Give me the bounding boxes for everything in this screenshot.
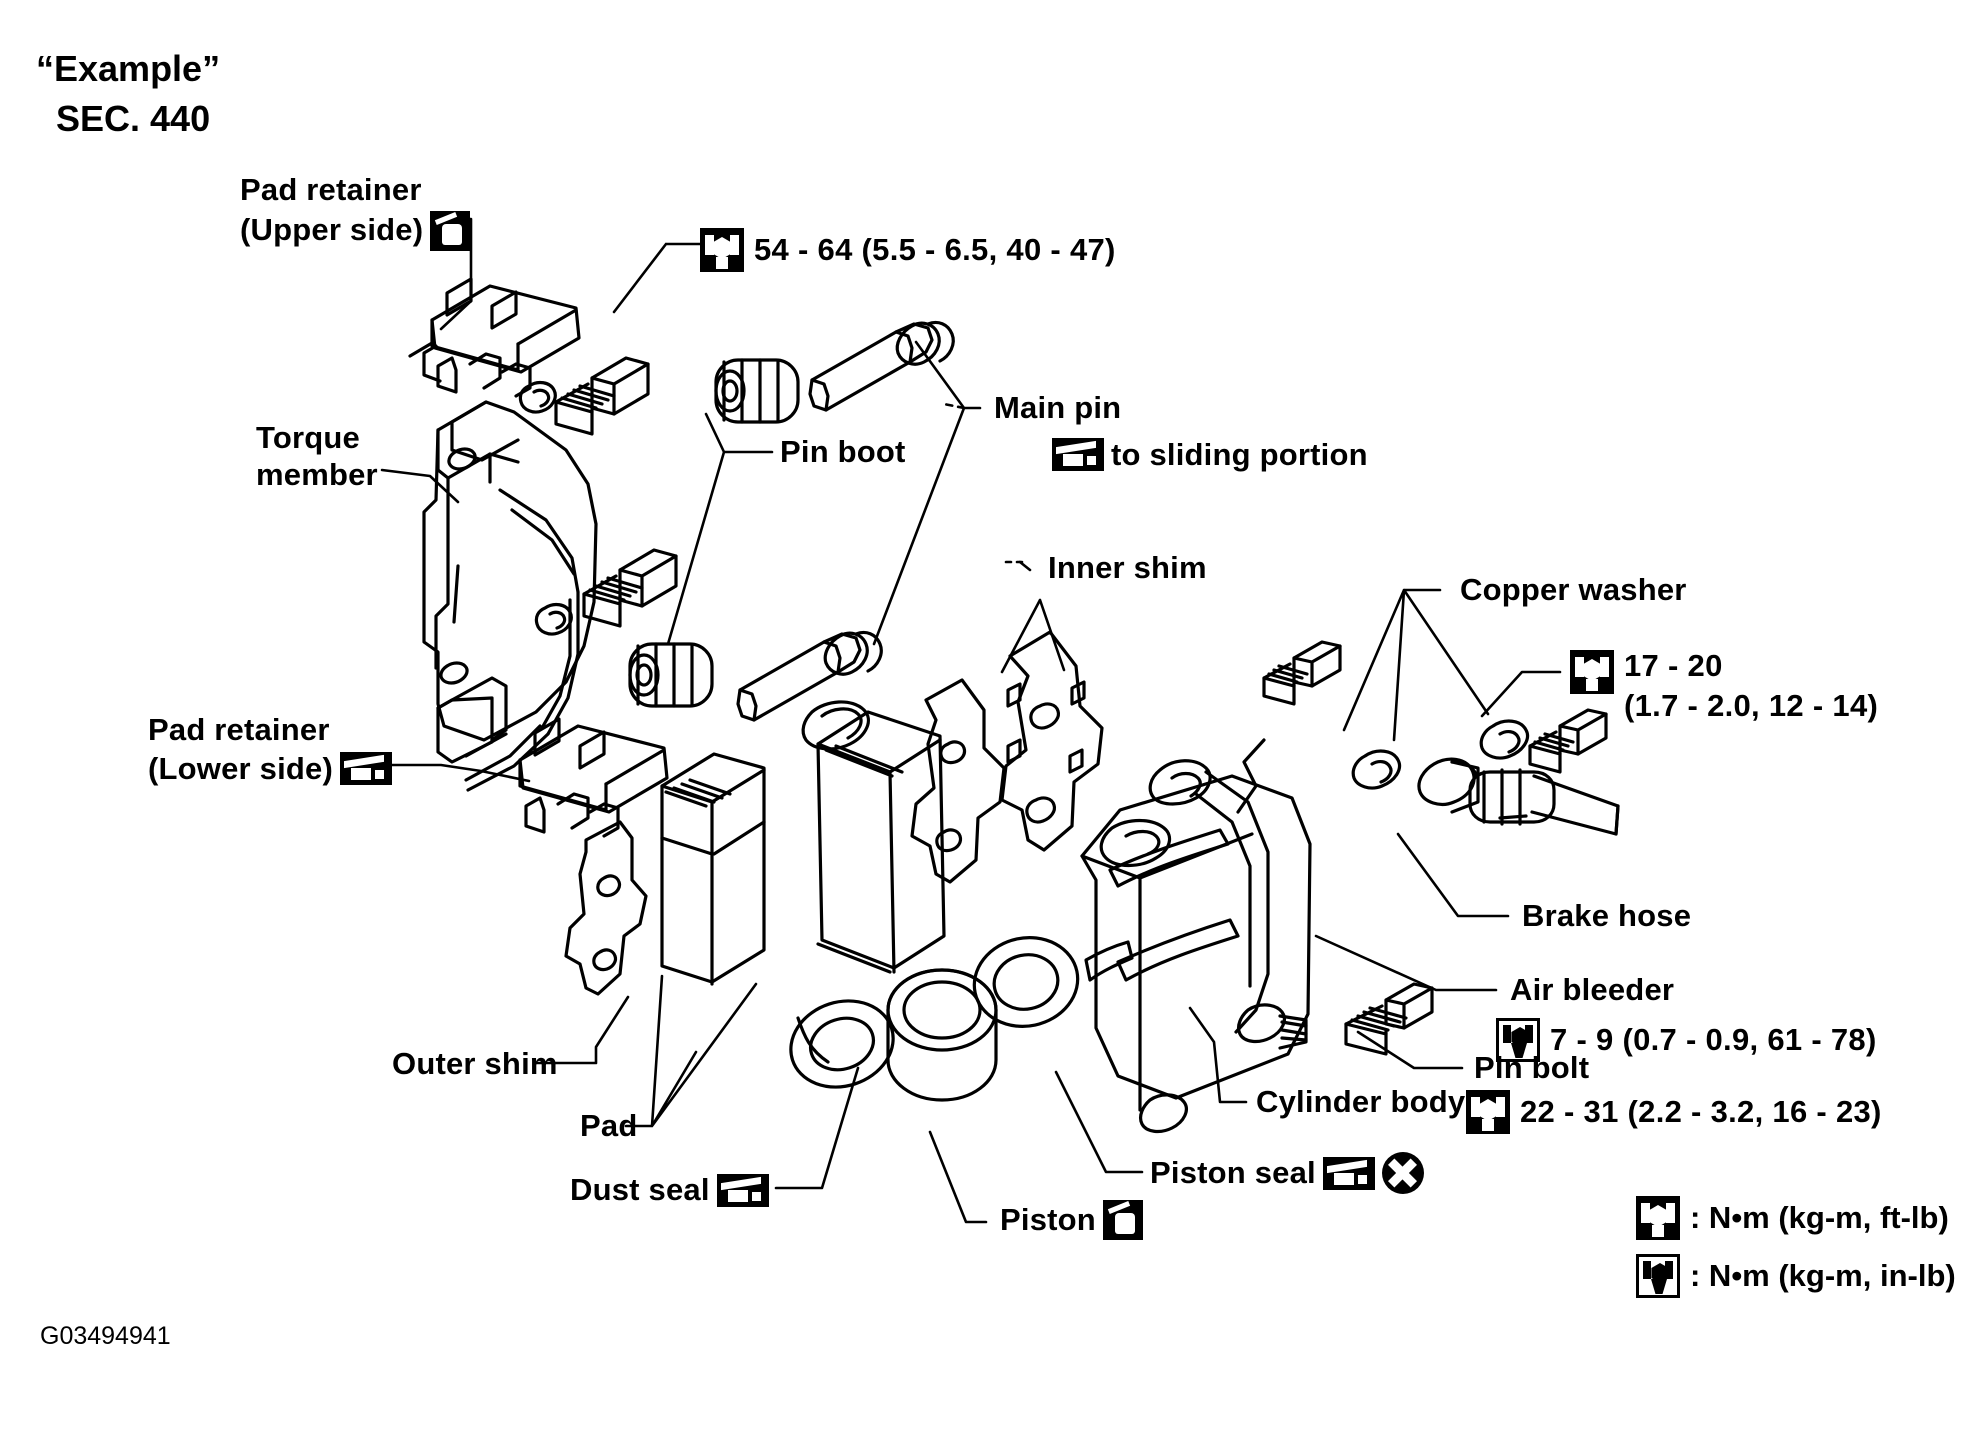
grease-brush-icon xyxy=(1322,1156,1375,1190)
torque-value-pin-bolt: 22 - 31 (2.2 - 3.2, 16 - 23) xyxy=(1520,1094,1882,1129)
part-pad-left xyxy=(660,752,766,986)
callout-piston-seal: Piston seal xyxy=(1150,1152,1424,1194)
pad-retainer-upper-line2: (Upper side) xyxy=(240,212,424,248)
part-bolt-lower xyxy=(582,548,678,628)
part-pad-retainer-upper xyxy=(408,277,581,398)
torque-member-line2: member xyxy=(256,456,378,492)
callout-pin-bolt: Pin bolt xyxy=(1474,1050,1590,1085)
callout-inner-shim: Inner shim xyxy=(1048,550,1207,585)
part-main-pin-upper xyxy=(808,320,955,412)
callout-pin-boot: Pin boot xyxy=(780,434,906,469)
wrench-box-inverted-icon xyxy=(1466,1090,1510,1134)
part-pin-boot-upper xyxy=(714,358,800,424)
torque-spec-air-bleeder: 7 - 9 (0.7 - 0.9, 61 - 78) xyxy=(1496,1018,1877,1062)
part-copper-washer-lower xyxy=(1417,757,1480,814)
callout-pad-retainer-lower: Pad retainer (Lower side) xyxy=(148,712,392,787)
main-pin-label: Main pin xyxy=(994,390,1122,425)
callout-brake-hose: Brake hose xyxy=(1522,898,1692,933)
figure-code: G03494941 xyxy=(40,1322,171,1350)
x-circle-replace-icon xyxy=(1381,1152,1424,1194)
torque-value-air-bleeder: 7 - 9 (0.7 - 0.9, 61 - 78) xyxy=(1550,1022,1877,1057)
torque-spec-torque-member-bolt: 54 - 64 (5.5 - 6.5, 40 - 47) xyxy=(700,228,1116,272)
legend-row-ftlb: : N•m (kg-m, ft-lb) xyxy=(1636,1196,1956,1240)
part-hose-bolt-upper xyxy=(1262,640,1342,706)
wrench-box-inverted-icon xyxy=(700,228,744,272)
callout-main-pin: Main pin to sliding portion xyxy=(994,390,1368,473)
grease-brush-icon xyxy=(339,752,392,786)
grease-brush-icon xyxy=(716,1173,769,1207)
wrench-box-icon xyxy=(1496,1018,1540,1062)
torque-value-hose-bolt-line2: (1.7 - 2.0, 12 - 14) xyxy=(1624,688,1879,723)
part-brake-hose xyxy=(1468,768,1620,836)
wrench-box-inverted-icon xyxy=(1570,650,1614,694)
torque-value-torque-member-bolt: 54 - 64 (5.5 - 6.5, 40 - 47) xyxy=(754,232,1116,267)
pad-retainer-lower-line2: (Lower side) xyxy=(148,750,333,786)
piston-label: Piston xyxy=(1000,1201,1096,1237)
torque-spec-hose-bolt: 17 - 20 (1.7 - 2.0, 12 - 14) xyxy=(1570,648,1878,724)
part-copper-washer-upper xyxy=(1351,749,1402,790)
sliding-portion-label: to sliding portion xyxy=(1111,436,1368,472)
dust-seal-label: Dust seal xyxy=(570,1172,710,1207)
part-inner-shim-2 xyxy=(1000,630,1104,852)
callout-outer-shim: Outer shim xyxy=(392,1046,558,1081)
part-pin-bolt xyxy=(1344,982,1434,1056)
pad-retainer-lower-line1: Pad retainer xyxy=(148,712,330,747)
part-washers xyxy=(518,380,573,636)
part-piston xyxy=(886,968,998,1102)
part-inner-shim-1 xyxy=(910,678,1006,884)
callout-pad: Pad xyxy=(580,1108,638,1143)
legend-ftlb-text: : N•m (kg-m, ft-lb) xyxy=(1690,1200,1949,1235)
torque-value-hose-bolt-line1: 17 - 20 xyxy=(1624,648,1723,683)
callout-pad-retainer-upper: Pad retainer (Upper side) xyxy=(240,172,471,251)
example-title: “Example” xyxy=(36,48,221,89)
callout-air-bleeder: Air bleeder xyxy=(1510,972,1675,1007)
part-pin-boot-lower xyxy=(628,642,714,708)
oil-can-icon xyxy=(1102,1200,1143,1240)
callout-copper-washer: Copper washer xyxy=(1460,572,1687,607)
leader-lines xyxy=(380,242,1562,1224)
oil-can-icon xyxy=(430,210,471,251)
part-dust-seal xyxy=(789,999,895,1089)
legend-inlb-text: : N•m (kg-m, in-lb) xyxy=(1690,1258,1956,1293)
piston-seal-label: Piston seal xyxy=(1150,1154,1316,1190)
legend-row-inlb: : N•m (kg-m, in-lb) xyxy=(1636,1254,1956,1298)
wrench-box-icon xyxy=(1636,1254,1680,1298)
wrench-box-inverted-icon xyxy=(1636,1196,1680,1240)
part-torque-member xyxy=(422,400,598,792)
part-pad-retainer-lower xyxy=(518,717,669,838)
part-piston-seal xyxy=(972,936,1080,1028)
part-hose-bolt-lower xyxy=(1528,708,1608,774)
callout-torque-member: Torque member xyxy=(256,420,378,493)
pad-retainer-upper-line1: Pad retainer xyxy=(240,172,422,207)
callout-piston: Piston xyxy=(1000,1200,1143,1240)
part-bolt-upper xyxy=(554,356,650,436)
part-outer-shim xyxy=(564,820,648,996)
part-main-pin-lower xyxy=(736,630,883,722)
units-legend: : N•m (kg-m, ft-lb) : N•m (kg-m, in-lb) xyxy=(1636,1196,1956,1298)
torque-spec-pin-bolt: 22 - 31 (2.2 - 3.2, 16 - 23) xyxy=(1466,1090,1882,1134)
section-title: SEC. 440 xyxy=(56,98,211,139)
part-cylinder-body xyxy=(1080,738,1312,1134)
part-copper-washer-right xyxy=(1479,719,1530,760)
torque-member-line1: Torque xyxy=(256,420,360,455)
part-pad-main xyxy=(801,700,946,974)
callout-cylinder-body: Cylinder body xyxy=(1256,1084,1466,1119)
callout-dust-seal: Dust seal xyxy=(570,1172,769,1209)
grease-brush-icon xyxy=(1052,438,1104,472)
